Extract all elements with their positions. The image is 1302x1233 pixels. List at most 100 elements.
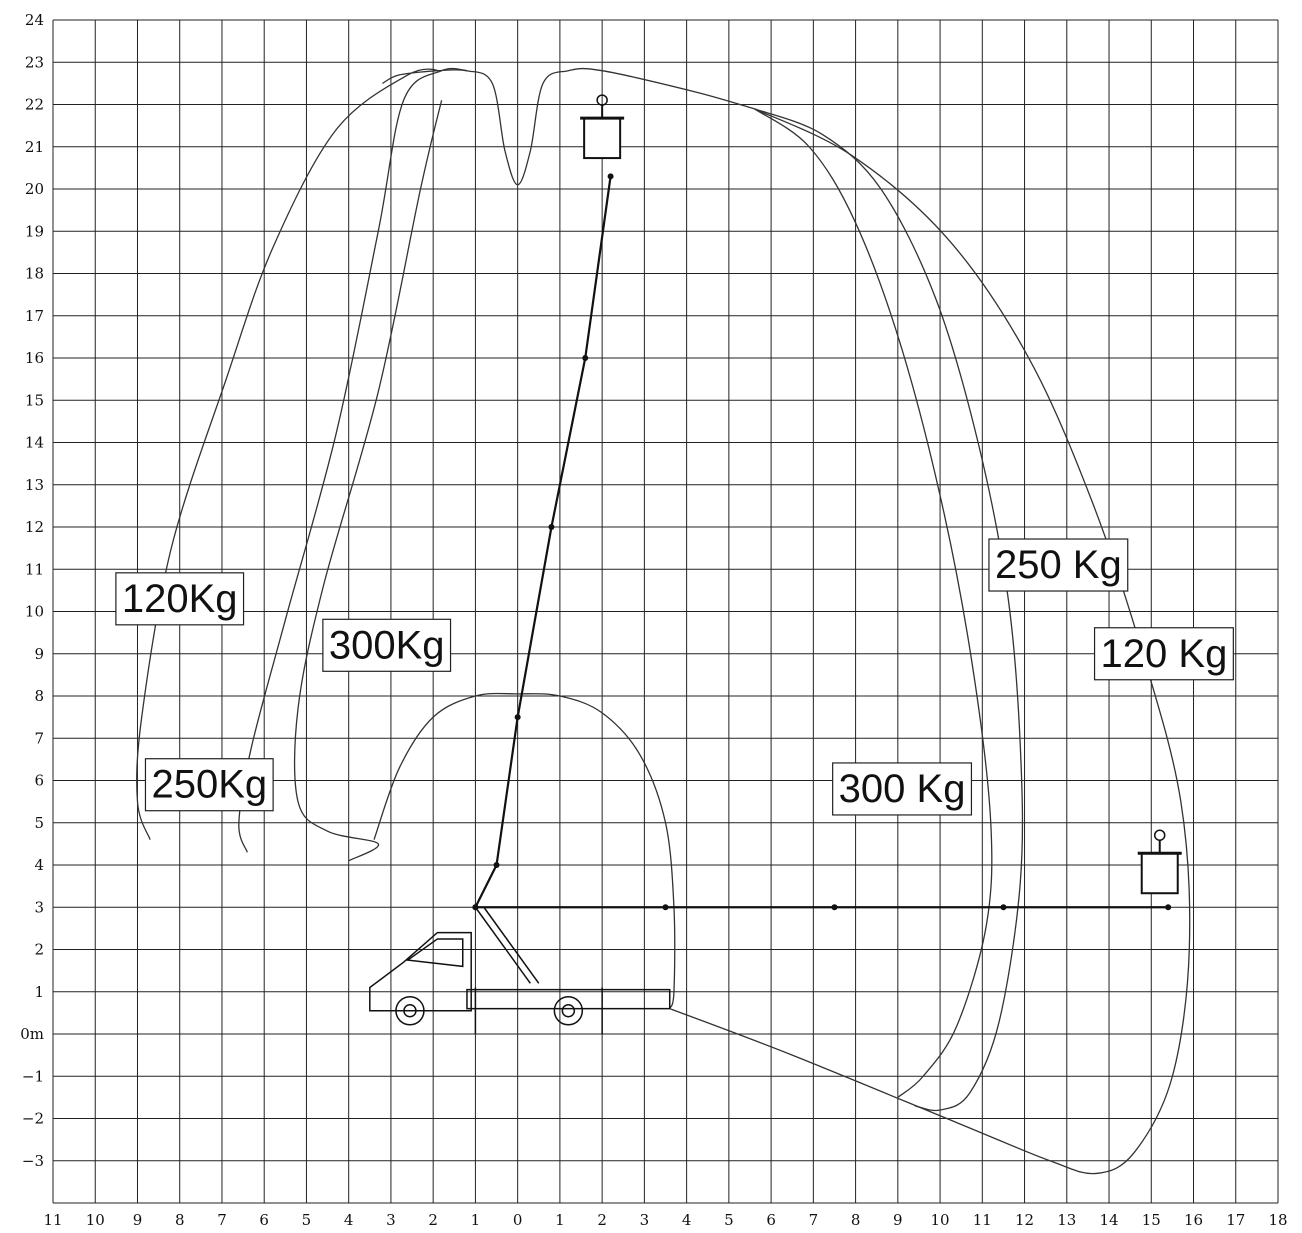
- truck-wheel: [553, 996, 584, 1026]
- y-tick-label: −2: [22, 1110, 44, 1128]
- x-tick-label: 5: [302, 1211, 312, 1229]
- x-tick-label: 6: [259, 1211, 269, 1229]
- y-tick-label: 7: [34, 729, 44, 747]
- x-tick-label: 1: [471, 1211, 481, 1229]
- boom-joint: [1165, 904, 1172, 911]
- load-label-text: 250Kg: [151, 763, 267, 807]
- x-tick-label: 10: [86, 1211, 105, 1229]
- x-tick-label: 9: [133, 1211, 143, 1229]
- y-tick-label: 5: [34, 814, 44, 832]
- load-envelopes: [136, 67, 1191, 1175]
- load-label: 250 Kg: [988, 538, 1129, 592]
- x-tick-label: 3: [386, 1211, 396, 1229]
- envelope-curve: [753, 108, 1024, 1112]
- boom-joint: [514, 714, 521, 721]
- load-label-box: [1093, 627, 1234, 681]
- load-label: 120 Kg: [1093, 627, 1234, 681]
- x-tick-label: 3: [640, 1211, 650, 1229]
- load-label: 300 Kg: [832, 762, 973, 816]
- x-tick-label: 10: [931, 1211, 950, 1229]
- x-tick-label: 2: [597, 1211, 607, 1229]
- load-label-text: 300Kg: [329, 623, 445, 667]
- boom-joint: [662, 904, 669, 911]
- truck-cab: [369, 931, 472, 1012]
- x-tick-label: 8: [175, 1211, 185, 1229]
- y-tick-label: 19: [25, 222, 44, 240]
- boom-joint: [607, 173, 614, 180]
- boom-joint: [582, 355, 589, 361]
- load-label-box: [115, 572, 245, 626]
- load-label-box: [832, 762, 973, 816]
- truck-bed: [466, 988, 671, 1010]
- x-tick-label: 0: [513, 1211, 523, 1229]
- x-tick-label: 17: [1226, 1211, 1245, 1229]
- load-label-text: 300 Kg: [839, 767, 966, 811]
- envelope-curve: [293, 100, 443, 862]
- y-tick-label: 16: [25, 349, 44, 367]
- boom-joint: [831, 904, 838, 911]
- y-tick-label: 0m: [20, 1025, 44, 1043]
- y-tick-label: 23: [25, 53, 44, 71]
- load-labels: 120Kg 300Kg 250Kg 250 Kg 120 Kg 300 Kg: [115, 538, 1234, 816]
- load-label: 300Kg: [322, 618, 452, 672]
- x-tick-label: 7: [217, 1211, 227, 1229]
- y-axis-ticks: 2423222120191817161514131211109876543210…: [20, 11, 44, 1170]
- load-label: 250Kg: [144, 758, 274, 812]
- truck-hub: [403, 1004, 417, 1018]
- x-tick-label: 13: [1057, 1211, 1076, 1229]
- x-tick-label: 12: [1015, 1211, 1034, 1229]
- y-tick-label: 8: [34, 687, 44, 705]
- load-label-box: [322, 618, 452, 672]
- y-tick-label: 11: [25, 560, 44, 578]
- y-tick-label: 12: [25, 518, 44, 536]
- load-label-box: [144, 758, 274, 812]
- boom-joint: [1000, 904, 1007, 911]
- y-tick-label: 4: [34, 856, 44, 874]
- load-label-text: 120Kg: [122, 577, 238, 621]
- basket: [583, 117, 622, 160]
- y-tick-label: 6: [34, 772, 44, 790]
- truck-wheel: [395, 996, 425, 1026]
- x-tick-label: 11: [43, 1211, 62, 1229]
- operator-head: [1153, 829, 1166, 841]
- boom-joint: [472, 904, 479, 911]
- x-tick-label: 5: [724, 1211, 734, 1229]
- x-tick-label: 7: [809, 1211, 819, 1229]
- x-tick-label: 11: [973, 1211, 992, 1229]
- y-tick-label: 15: [25, 391, 44, 409]
- x-tick-label: 2: [428, 1211, 438, 1229]
- load-label-text: 120 Kg: [1101, 632, 1228, 676]
- x-tick-label: 9: [893, 1211, 903, 1229]
- x-tick-label: 4: [344, 1211, 354, 1229]
- y-tick-label: −1: [22, 1067, 44, 1085]
- vehicle-drawing: [369, 906, 671, 1034]
- envelope-curve: [136, 68, 439, 840]
- envelope-curve: [669, 108, 1191, 1175]
- y-tick-label: 14: [25, 434, 44, 452]
- y-tick-label: 10: [25, 603, 44, 621]
- y-tick-label: 9: [34, 645, 44, 663]
- y-tick-label: 3: [34, 898, 44, 916]
- boom-joint: [548, 524, 555, 530]
- y-tick-label: 17: [25, 307, 44, 325]
- truck-hub: [561, 1004, 576, 1018]
- y-tick-label: 24: [25, 11, 44, 29]
- y-tick-label: 22: [25, 96, 44, 114]
- x-tick-label: 1: [555, 1211, 565, 1229]
- truck-window: [405, 938, 464, 968]
- x-tick-label: 8: [851, 1211, 861, 1229]
- x-tick-label: 4: [682, 1211, 692, 1229]
- y-tick-label: 18: [25, 265, 44, 283]
- load-label-box: [988, 538, 1129, 592]
- y-tick-label: 2: [34, 941, 44, 959]
- envelope-curve: [753, 108, 993, 1098]
- y-tick-label: 13: [25, 476, 44, 494]
- envelope-curve: [373, 692, 676, 1009]
- booms: [472, 94, 1182, 911]
- x-tick-label: 16: [1184, 1211, 1203, 1229]
- turret-arm: [474, 906, 540, 984]
- basket: [1140, 852, 1179, 895]
- load-label-text: 250 Kg: [995, 543, 1122, 587]
